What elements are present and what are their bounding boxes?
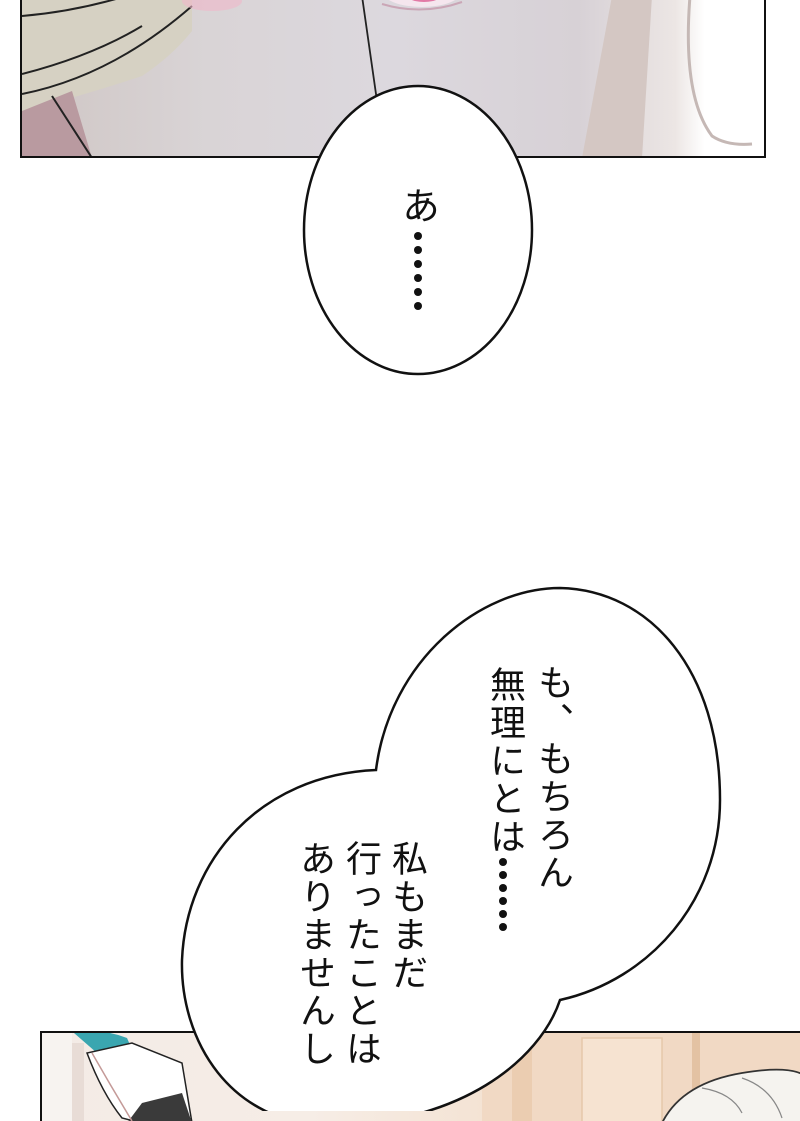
- speech-bubble-2-line-5: ありませんし: [294, 840, 335, 1068]
- speech-bubble-2-line-1: も、もちろん: [532, 664, 573, 892]
- speech-bubble-2-line-2: 無理にとは: [484, 666, 525, 856]
- top-panel-face-closeup: [20, 0, 766, 158]
- face-closeup-art: [22, 0, 753, 156]
- speech-bubble-1-text: あ: [395, 186, 440, 226]
- bottom-panel-characters: [40, 1031, 800, 1121]
- characters-art: [42, 1033, 800, 1121]
- speech-bubble-2-line-3: 私もまだ: [386, 840, 427, 992]
- speech-bubble-1-ellipsis: [414, 232, 422, 310]
- speech-bubble-2-line-4: 行ったことは: [340, 840, 381, 1068]
- speech-bubble-2-ellipsis: [499, 858, 507, 931]
